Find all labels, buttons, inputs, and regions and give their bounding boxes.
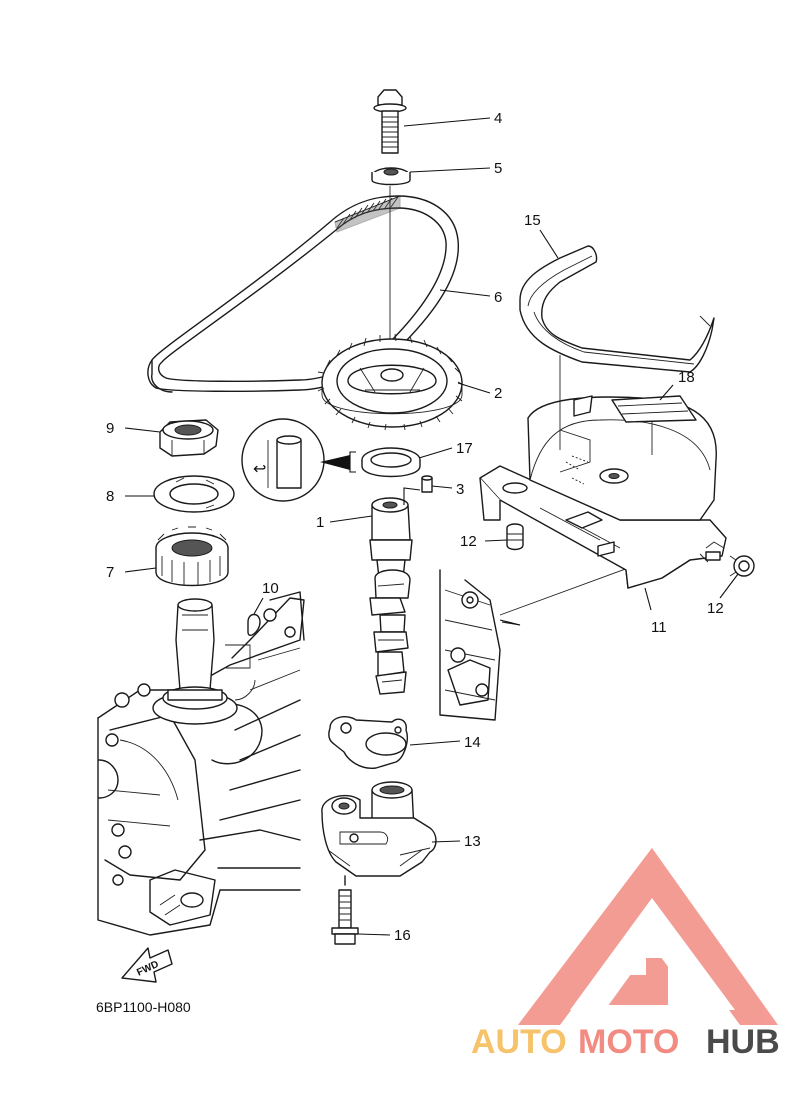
caution-label bbox=[611, 395, 697, 423]
camshaft bbox=[369, 497, 413, 695]
drive-sprocket bbox=[155, 526, 229, 587]
callout-13: 15 bbox=[524, 212, 541, 229]
callout-12-b: 12 bbox=[707, 600, 724, 617]
callout-9: 9 bbox=[106, 420, 114, 437]
callout-16: 16 bbox=[394, 927, 411, 944]
leader-lines bbox=[124, 117, 739, 936]
seal-inset: ↩ bbox=[241, 418, 356, 502]
dowel-pin bbox=[421, 475, 433, 493]
callout-18: 18 bbox=[678, 369, 695, 386]
crankshaft-end bbox=[152, 598, 251, 725]
pump-gasket bbox=[328, 716, 408, 769]
callout-8: 8 bbox=[106, 488, 114, 505]
watermark-wordmark: AUTO MOTO HUB bbox=[471, 1023, 780, 1061]
callout-14: 13 bbox=[464, 833, 481, 850]
watermark-word-moto: MOTO bbox=[578, 1023, 679, 1061]
watermark-logo bbox=[518, 848, 778, 1025]
callout-17: 17 bbox=[456, 440, 473, 457]
callout-3: 3 bbox=[456, 481, 464, 498]
oil-seal bbox=[361, 447, 421, 478]
grommet-a bbox=[506, 523, 524, 551]
callout-10: 10 bbox=[262, 580, 279, 597]
callout-11: 11 bbox=[651, 619, 667, 636]
belt-guard-cover bbox=[527, 355, 717, 521]
breather-hose bbox=[519, 245, 715, 373]
plain-washer bbox=[371, 167, 411, 186]
oil-pump bbox=[321, 781, 437, 886]
camshaft-pulley bbox=[317, 333, 465, 431]
callout-labels: 4 5 6 2 17 3 1 9 8 7 10 15 18 12 11 12 1… bbox=[106, 110, 724, 944]
pump-bolt bbox=[331, 889, 359, 945]
grommet-b bbox=[729, 555, 755, 577]
watermark-word-auto: AUTO bbox=[471, 1023, 567, 1061]
woodruff-key bbox=[247, 613, 261, 636]
hex-nut bbox=[159, 419, 219, 457]
pulley-plate bbox=[153, 475, 235, 513]
flange-bolt bbox=[373, 89, 407, 154]
belt-guard-bracket bbox=[479, 465, 727, 589]
callout-1: 1 bbox=[316, 514, 324, 531]
callout-12-a: 12 bbox=[460, 533, 477, 550]
forward-arrow: FWD bbox=[121, 947, 173, 983]
engine-block-left bbox=[97, 591, 305, 936]
callout-5: 5 bbox=[494, 160, 502, 177]
callout-4: 4 bbox=[494, 110, 502, 127]
engine-block-right bbox=[439, 559, 651, 721]
callout-2: 2 bbox=[494, 385, 502, 402]
watermark-word-hub: HUB bbox=[706, 1023, 780, 1061]
diagram-code: 6BP1100-H080 bbox=[96, 999, 191, 1015]
callout-15: 14 bbox=[464, 734, 481, 751]
callout-6: 6 bbox=[494, 289, 502, 306]
callout-7: 7 bbox=[106, 564, 114, 581]
seal-lip-symbol: ↩ bbox=[253, 459, 266, 478]
